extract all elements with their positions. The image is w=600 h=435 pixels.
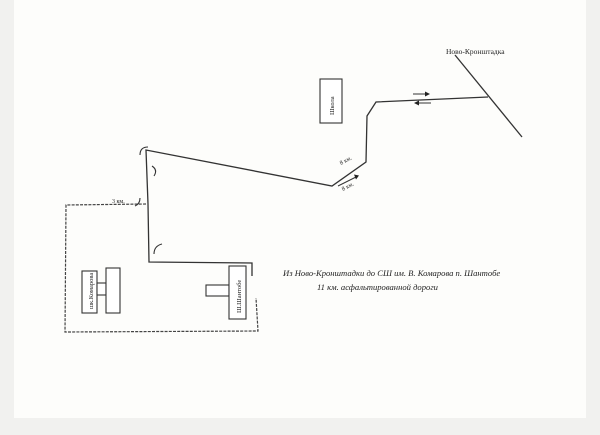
turn-mark-bottom: [153, 243, 163, 255]
paper-sheet: [14, 0, 586, 418]
school-shantobe-label: Ш.Шантобе: [236, 280, 243, 313]
caption-line2: 11 км. асфальтированной дороги: [317, 282, 438, 292]
school-shantobe: [205, 265, 247, 320]
turn-mark-corner: [134, 197, 141, 207]
distance-label-8km-lower: 8 км.: [341, 181, 355, 193]
turn-mark-top: [139, 146, 149, 156]
town-label: Ново-Кронштадка: [446, 47, 505, 56]
main-road: [145, 96, 489, 276]
school-building-top: [319, 78, 343, 124]
distance-label-3km: 3 км.: [112, 199, 125, 205]
caption-line1: Из Ново-Кронштадки до СШ им. В. Комарова…: [282, 268, 500, 278]
school-komarova: [81, 267, 121, 314]
school-area-boundary: [64, 203, 259, 333]
distance-label-8km-upper: 8 км.: [339, 155, 353, 167]
direction-arrows-top: [413, 91, 431, 106]
turn-mark-mid: [151, 165, 157, 177]
school-komarova-label: шк.Комарова: [88, 273, 95, 309]
direction-arrow-mid: [337, 174, 359, 187]
school-building-label: Школа: [329, 96, 336, 115]
town-road: [454, 54, 523, 138]
